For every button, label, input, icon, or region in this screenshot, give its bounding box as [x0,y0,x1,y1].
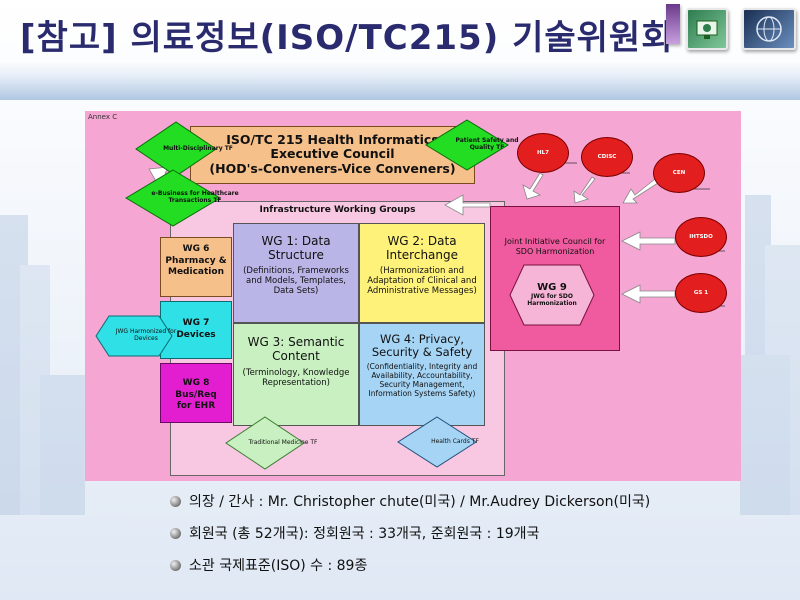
page-title: [참고] 의료정보(ISO/TC215) 기술위원회 [20,18,674,58]
bullet-item: 의장 / 간사 : Mr. Christopher chute(미국) / Mr… [170,490,650,512]
jwg-devices-label: JWG Harmonized for Devices [115,328,177,342]
ebusiness-tf-label: e-Business for Healthcare Transactions T… [151,190,239,204]
traditional-medicine-tf-label: Traditional Medicine TF [248,438,318,446]
executive-council-line2: Executive Council [270,146,395,162]
header-band [0,60,800,100]
wg2-box: WG 2: Data Interchange (Harmonization an… [359,223,485,323]
bullet-item: 회원국 (총 52개국): 정회원국 : 33개국, 준회원국 : 19개국 [170,522,539,544]
wg1-title: WG 1: Data Structure [261,234,331,262]
executive-council-line3: (HOD's-Conveners-Vice Conveners) [209,160,456,176]
iso-tc215-diagram: Annex C ISO/TC 215 Health Informatics Ex… [85,111,741,481]
ebusiness-tf-diamond: e-Business for Healthcare Transactions T… [125,169,239,227]
wg7-box: WG 7 Devices [160,301,232,359]
wg6-box: WG 6 Pharmacy & Medication [160,237,232,297]
wg1-desc: (Definitions, Frameworks and Models, Tem… [243,265,349,296]
wg3-title: WG 3: Semantic Content [247,335,345,363]
globe-icon [742,8,796,50]
annex-label: Annex C [88,113,118,121]
wg2-title: WG 2: Data Interchange [385,234,459,262]
patient-safety-tf-diamond: Patient Safety and Quality TF [425,119,519,171]
chart-icon [686,8,728,50]
bullet-icon [170,527,181,539]
wg3-desc: (Terminology, Knowledge Representation) [242,367,350,388]
sdo-circle-hl7: HL7 [517,133,569,173]
health-cards-tf-diamond: Health Cards TF [397,416,479,468]
wg4-desc: (Confidentiality, Integrity and Availabi… [366,362,478,399]
executive-council-line1: ISO/TC 215 Health Informatics [226,132,439,147]
wg1-box: WG 1: Data Structure (Definitions, Frame… [233,223,359,323]
wg8-box: WG 8 Bus/Req for EHR [160,363,232,423]
bullet-item: 소관 국제표준(ISO) 수 : 89종 [170,554,367,576]
infrastructure-label: Infrastructure Working Groups [259,205,416,215]
wg2-desc: (Harmonization and Adaptation of Clinica… [367,265,477,296]
patient-safety-tf-label: Patient Safety and Quality TF [455,137,519,151]
city-skyline-background [0,195,800,515]
wg4-box: WG 4: Privacy, Security & Safety (Confid… [359,323,485,426]
wg9-title: WG 9 [537,282,567,294]
sdo-circle-ihtsdo: IHTSDO [675,217,727,257]
sdo-circle-gs1: GS 1 [675,273,727,313]
book-icon [666,4,680,44]
jic-title: Joint Initiative Council for SDO Harmoni… [504,237,606,256]
wg4-title: WG 4: Privacy, Security & Safety [371,332,473,360]
bullet-icon [170,495,181,507]
wg9-desc: JWG for SDO Harmonization [527,292,577,307]
jwg-devices-hexagon: JWG Harmonized for Devices [95,315,176,357]
traditional-medicine-tf-diamond: Traditional Medicine TF [225,416,317,470]
bullet-text: 의장 / 간사 : Mr. Christopher chute(미국) / Mr… [189,494,651,510]
wg9-hexagon: WG 9 JWG for SDO Harmonization [508,263,596,327]
wg6-label: WG 6 Pharmacy & Medication [165,244,227,278]
wg8-label: WG 8 Bus/Req for EHR [175,378,217,412]
health-cards-tf-label: Health Cards TF [431,437,479,445]
wg3-box: WG 3: Semantic Content (Terminology, Kno… [233,323,359,426]
bullet-text: 회원국 (총 52개국): 정회원국 : 33개국, 준회원국 : 19개국 [189,526,540,542]
wg7-label: WG 7 Devices [176,318,216,340]
sdo-circle-cen: CEN [653,153,705,193]
multi-disciplinary-tf-label: Multi-Disciplinary TF [163,144,233,152]
sdo-circle-cdisc: CDISC [581,137,633,177]
bullet-icon [170,559,181,571]
executive-council-box: ISO/TC 215 Health Informatics Executive … [190,126,475,184]
bullet-text: 소관 국제표준(ISO) 수 : 89종 [189,558,368,574]
